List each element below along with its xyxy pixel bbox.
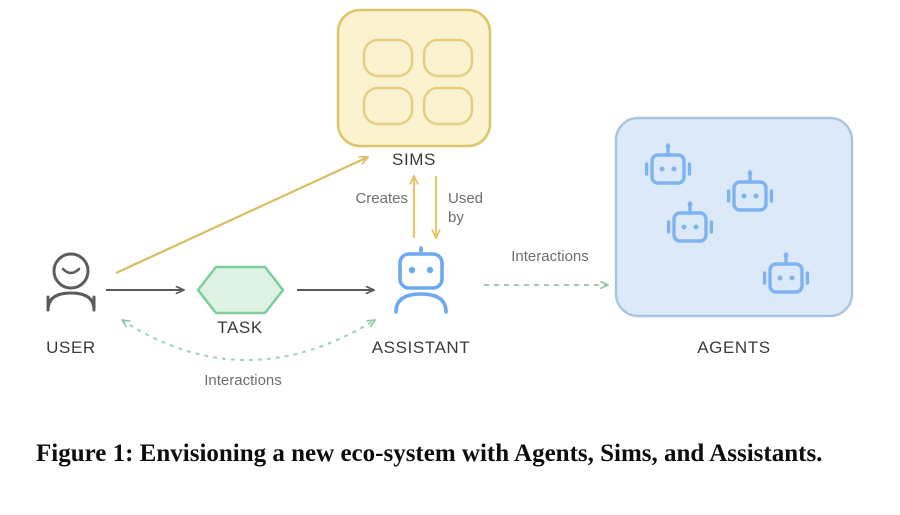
sims-item <box>422 38 474 78</box>
person-icon <box>46 252 96 312</box>
node-label-user: USER <box>46 338 96 357</box>
node-label-assistant: ASSISTANT <box>371 338 471 357</box>
arrow-user-to-sims <box>115 155 368 275</box>
figure-caption: Figure 1: Envisioning a new eco-system w… <box>36 440 823 467</box>
robot-icon <box>762 252 810 294</box>
node-label-sims: SIMS <box>392 150 436 169</box>
assistant-robot-icon <box>394 246 448 314</box>
sims-item <box>362 38 414 78</box>
agents-container-icon <box>614 116 854 318</box>
diagram-canvas <box>46 8 854 361</box>
edge-label-used-by-line2: by <box>448 208 464 226</box>
arrow-user-assistant-interactions <box>122 320 375 361</box>
node-label-task: TASK <box>217 318 263 337</box>
robot-icon <box>726 170 774 212</box>
node-label-agents: AGENTS <box>697 338 771 357</box>
robot-icon <box>666 201 714 243</box>
hexagon-icon <box>196 265 285 315</box>
edge-label-creates: Creates <box>355 190 408 207</box>
sims-item <box>362 86 414 126</box>
sims-item <box>422 86 474 126</box>
edge-label-used-by: Used by <box>448 190 504 228</box>
edge-label-interactions-user: Interactions <box>204 372 282 389</box>
edge-label-used-by-line1: Used <box>448 190 484 207</box>
edge-label-interactions-agents: Interactions <box>511 248 589 265</box>
sims-container-icon <box>336 8 492 148</box>
robot-icon <box>644 143 692 185</box>
